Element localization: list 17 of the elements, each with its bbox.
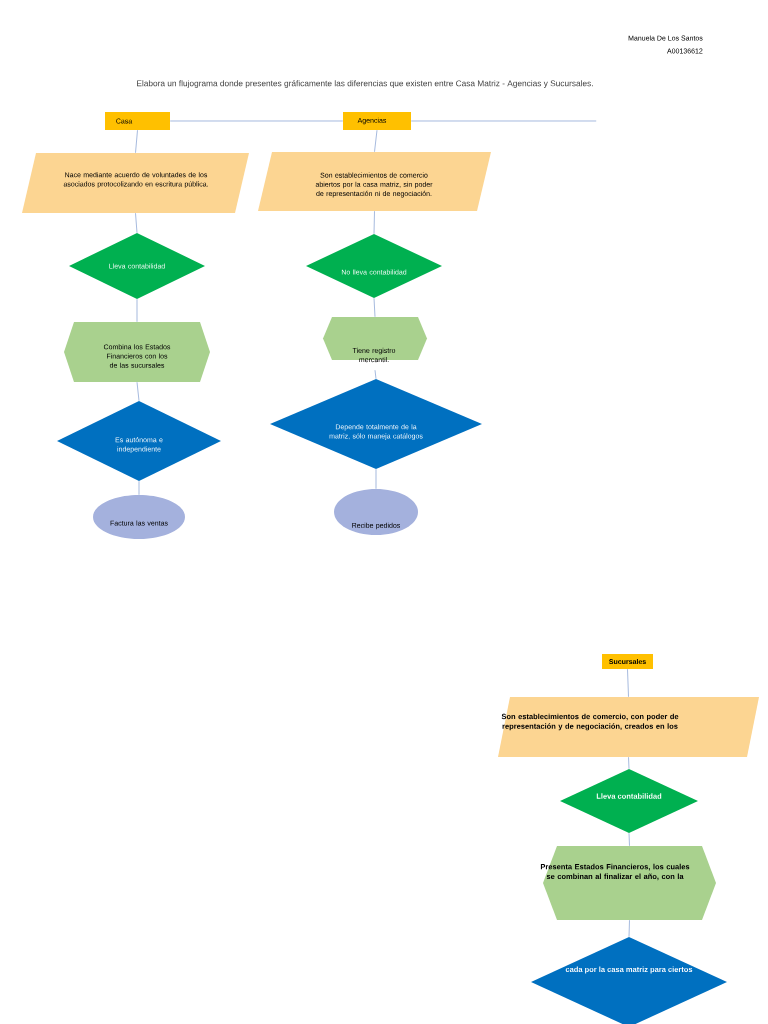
- connector-line: [136, 298, 138, 323]
- connector-line: [169, 120, 344, 122]
- connector-line: [410, 120, 597, 122]
- connector-line: [136, 381, 140, 402]
- page-heading: Elabora un flujograma donde presentes gráficamente las diferencias que existen entre Casa Matriz - Agencias y Sucursales.: [137, 80, 593, 88]
- connector-line: [628, 832, 630, 847]
- connector-line: [373, 297, 376, 318]
- connector-line: [135, 212, 138, 234]
- connector-line: [374, 369, 377, 380]
- connector-line: [373, 210, 375, 235]
- connector-line: [374, 129, 378, 153]
- connector-line: [138, 480, 140, 496]
- connector-line: [375, 468, 377, 490]
- connector-line: [135, 129, 138, 154]
- connector-line: [628, 756, 630, 770]
- connector-line: [627, 668, 629, 698]
- connector-line: [628, 919, 630, 938]
